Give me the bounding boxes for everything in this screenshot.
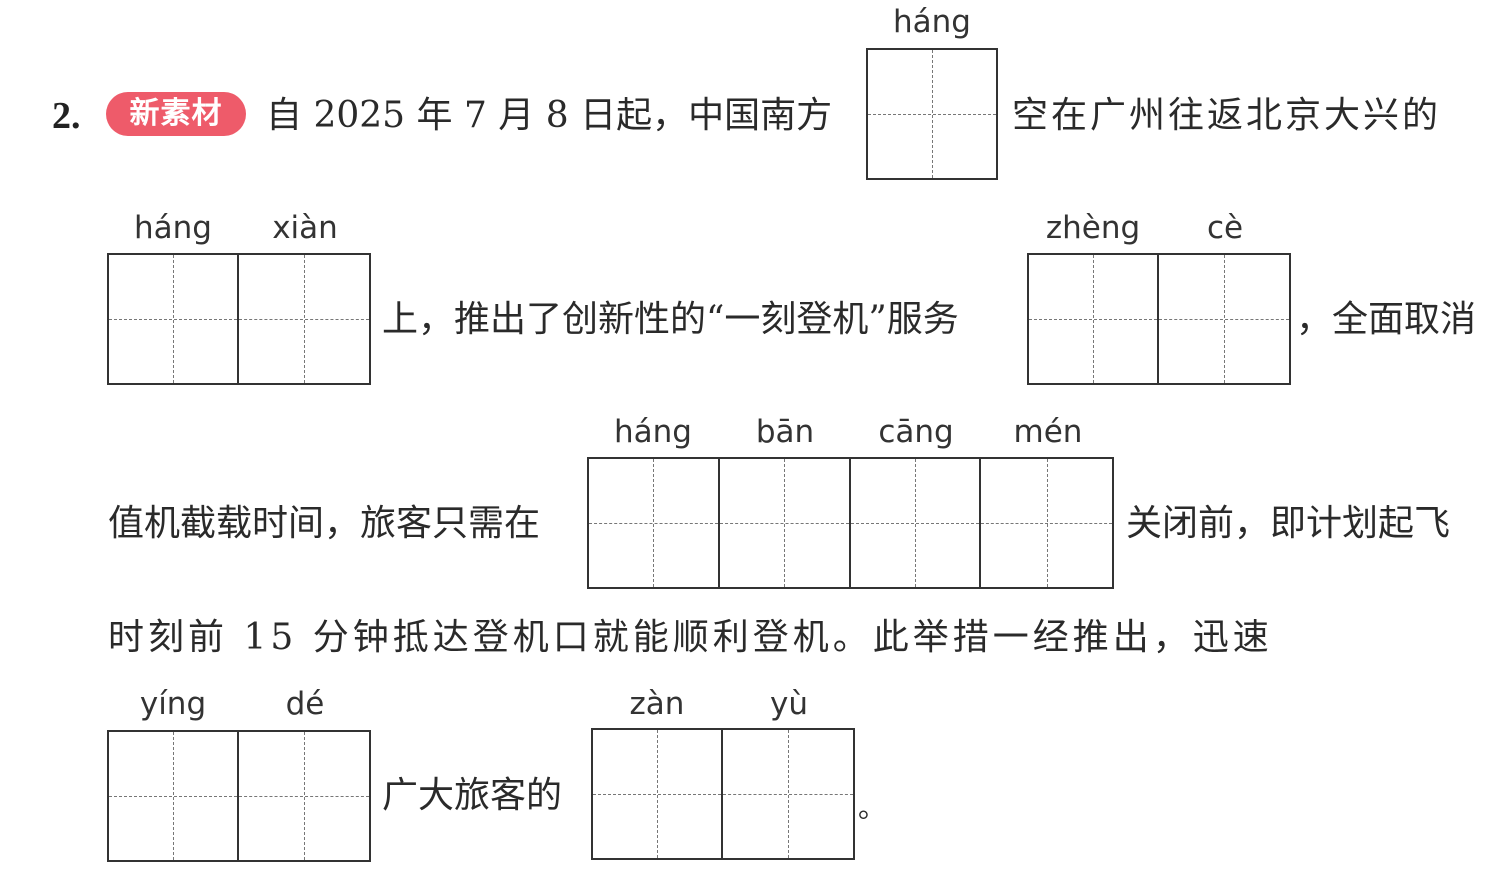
writing-cell[interactable] — [239, 255, 369, 383]
writing-cell[interactable] — [239, 732, 369, 860]
pinyin-ban: bān — [755, 414, 815, 450]
pinyin-zan: zàn — [629, 686, 685, 722]
writing-cell[interactable] — [719, 459, 851, 587]
writing-cell[interactable] — [109, 255, 239, 383]
blank-zanyu[interactable] — [591, 728, 855, 860]
writing-cell[interactable] — [850, 459, 982, 587]
text-line3b: 关闭前，即计划起飞 — [1126, 503, 1451, 544]
text-line4: 时刻前 15 分钟抵达登机口就能顺利登机。此举措一经推出，迅速 — [108, 617, 1273, 658]
writing-cell[interactable] — [981, 459, 1112, 587]
blank-hangbancangmen[interactable] — [587, 457, 1114, 589]
pinyin-hang: háng — [614, 414, 692, 450]
pinyin-zheng: zhèng — [1045, 210, 1141, 246]
pinyin-de: dé — [285, 686, 325, 722]
text-line1b: 空在广州往返北京大兴的 — [1012, 95, 1442, 136]
writing-cell[interactable] — [868, 50, 996, 178]
new-material-badge: 新素材 — [106, 92, 246, 136]
pinyin-ying: yíng — [139, 686, 207, 722]
writing-cell[interactable] — [1159, 255, 1289, 383]
writing-cell[interactable] — [109, 732, 239, 860]
text-line2b: ，全面取消 — [1296, 299, 1477, 340]
text-line3a: 值机截载时间，旅客只需在 — [108, 503, 541, 544]
blank-yingde[interactable] — [107, 730, 371, 862]
writing-cell[interactable] — [1029, 255, 1159, 383]
writing-cell[interactable] — [589, 459, 720, 587]
writing-cell[interactable] — [723, 730, 853, 858]
blank-hangxian[interactable] — [107, 253, 371, 385]
blank-zhengce[interactable] — [1027, 253, 1291, 385]
text-line2a: 上，推出了创新性的“一刻登机”服务 — [382, 299, 959, 340]
pinyin-hang: háng — [134, 210, 212, 246]
pinyin-hang: háng — [893, 4, 971, 40]
pinyin-xian: xiàn — [272, 210, 338, 246]
text-line5b: 。 — [858, 791, 887, 824]
pinyin-men: mén — [1013, 414, 1083, 450]
question-number: 2. — [52, 95, 81, 137]
pinyin-cang: cāng — [878, 414, 954, 450]
pinyin-yu: yù — [770, 686, 808, 722]
pinyin-ce: cè — [1206, 210, 1244, 246]
writing-cell[interactable] — [593, 730, 723, 858]
blank-hang[interactable] — [866, 48, 998, 180]
text-line1a: 自 2025 年 7 月 8 日起，中国南方 — [266, 95, 833, 136]
text-line5a: 广大旅客的 — [382, 775, 563, 816]
